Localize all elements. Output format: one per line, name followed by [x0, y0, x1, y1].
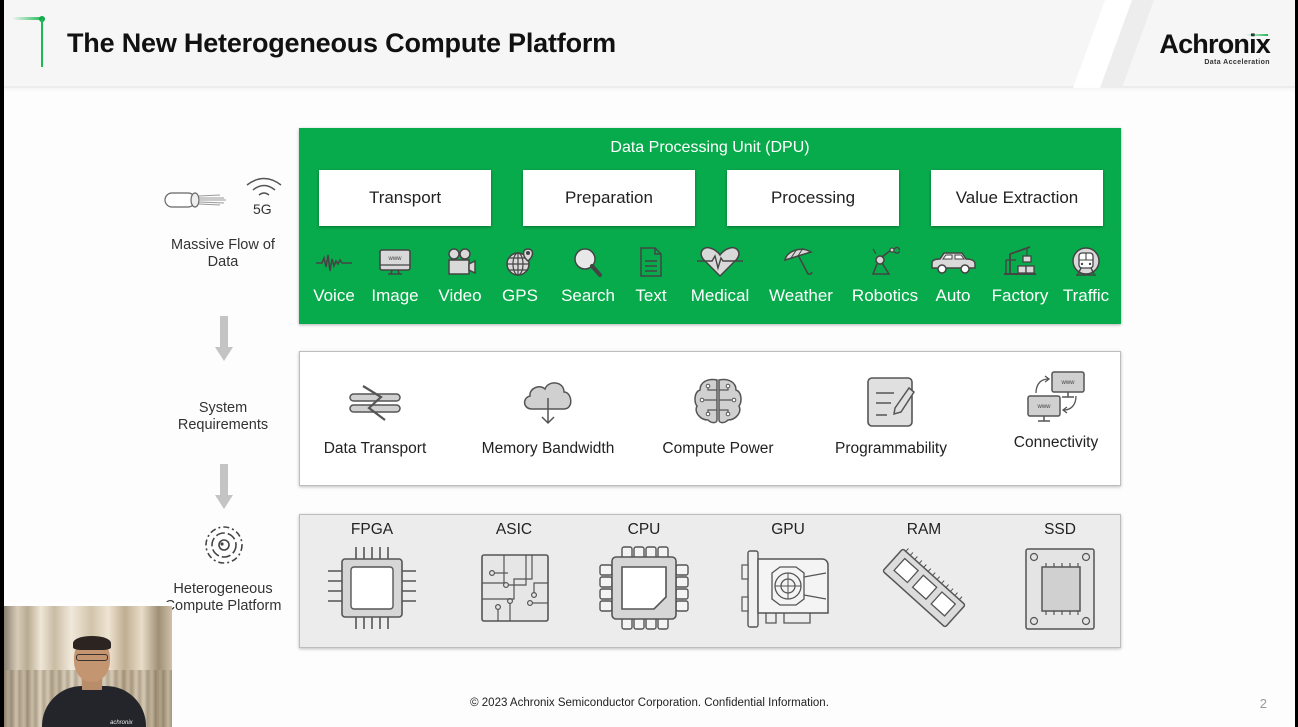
page-number: 2 [1259, 696, 1267, 711]
notepad-pencil-icon [867, 377, 915, 427]
wireless-signal-icon [246, 177, 282, 196]
accent-streak [12, 17, 40, 20]
stage-transport: Transport [319, 170, 491, 226]
fpga-chip-icon [328, 547, 416, 629]
cloud-download-icon [523, 382, 572, 425]
source-auto: Auto [927, 246, 979, 306]
transport-arrows-icon [349, 385, 401, 421]
requirement-connectivity: www www Connectivity [1004, 368, 1108, 452]
hardware-asic: ASIC [464, 521, 564, 631]
source-weather: Weather [765, 246, 837, 306]
source-gps: GPS [497, 246, 543, 306]
5g-label: 5G [253, 201, 272, 217]
stage-processing: Processing [727, 170, 899, 226]
ssd-chip-icon [1025, 548, 1095, 630]
svg-text:www: www [1037, 404, 1052, 410]
presenter-webcam: achronix [4, 602, 172, 727]
umbrella-icon [783, 247, 813, 276]
source-search: Search [557, 246, 619, 306]
massive-flow-label: Massive Flow of Data [171, 237, 275, 270]
presenter-shirt [42, 686, 146, 727]
monitor-www-icon: www [379, 249, 411, 275]
dpu-panel: Data Processing Unit (DPU) Transport Pre… [299, 128, 1121, 324]
system-requirements-label: System Requirements [177, 400, 269, 433]
crane-icon [1004, 246, 1036, 275]
hardware-fpga: FPGA [322, 521, 422, 631]
globe-pin-icon [506, 248, 534, 276]
shirt-logo: achronix [110, 720, 133, 726]
presentation-slide: The New Heterogeneous Compute Platform A… [4, 0, 1295, 727]
source-medical: Medical [685, 246, 755, 306]
accent-line [41, 19, 43, 67]
down-arrow-icon [215, 316, 233, 362]
source-video: Video [435, 246, 485, 306]
slide-header: The New Heterogeneous Compute Platform A… [4, 0, 1295, 88]
hardware-gpu: GPU [736, 521, 840, 631]
document-icon [640, 247, 662, 277]
copyright-footer: © 2023 Achronix Semiconductor Corporatio… [470, 697, 829, 709]
asic-chip-icon [481, 554, 549, 622]
achronix-logo: Achronix Data Acceleration [1159, 30, 1270, 66]
dpu-title: Data Processing Unit (DPU) [610, 139, 810, 156]
heterogeneous-platform-label: Heterogeneous Compute Platform [164, 581, 282, 614]
heart-pulse-icon [697, 246, 743, 278]
svg-text:www: www [388, 256, 403, 262]
network-monitors-icon: www www [1027, 371, 1085, 422]
source-image: www Image [367, 246, 423, 306]
requirement-programmability: Programmability [826, 376, 956, 458]
source-robotics: Robotics [849, 246, 921, 306]
slide-title: The New Heterogeneous Compute Platform [67, 28, 616, 58]
source-text: Text [629, 246, 673, 306]
cpu-chip-icon [599, 546, 689, 630]
train-icon [1072, 247, 1100, 276]
source-voice: Voice [311, 246, 357, 306]
hardware-panel: FPGA ASIC [299, 514, 1121, 648]
video-camera-icon [448, 248, 476, 275]
hardware-cpu: CPU [594, 521, 694, 631]
requirements-panel: Data Transport Memory Bandwidth Compute … [299, 351, 1121, 486]
down-arrow-icon [215, 464, 233, 510]
stage-value-extraction: Value Extraction [931, 170, 1103, 226]
requirement-data-transport: Data Transport [320, 376, 430, 458]
voice-waveform-icon [316, 254, 352, 272]
car-icon [931, 252, 976, 274]
logo-tagline: Data Acceleration [1204, 59, 1270, 66]
svg-text:www: www [1061, 380, 1076, 386]
requirement-memory-bandwidth: Memory Bandwidth [476, 376, 620, 458]
ram-module-icon [882, 548, 966, 628]
stage-preparation: Preparation [523, 170, 695, 226]
robot-arm-icon [871, 246, 900, 275]
requirement-compute-power: Compute Power [656, 376, 780, 458]
source-traffic: Traffic [1057, 246, 1115, 306]
brain-circuit-icon [694, 378, 742, 424]
source-factory: Factory [987, 246, 1053, 306]
gpu-card-icon [741, 550, 829, 628]
platform-rings-icon [205, 526, 243, 564]
hardware-ssd: SSD [1010, 521, 1110, 631]
hardware-ram: RAM [872, 521, 976, 631]
fiber-cable-icon [164, 192, 226, 208]
logo-streak [1246, 34, 1268, 36]
magnifier-icon [574, 248, 602, 277]
